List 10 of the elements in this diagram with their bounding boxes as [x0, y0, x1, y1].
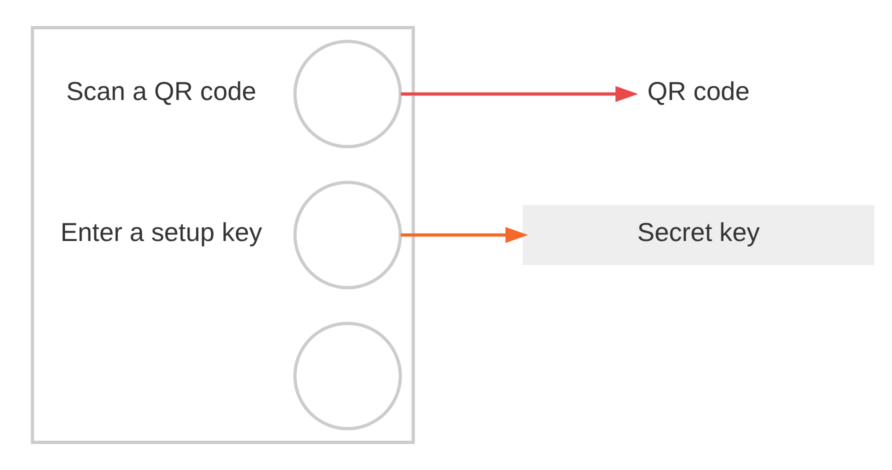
arrow — [400, 86, 638, 102]
node-circle — [292, 40, 402, 148]
node-label: Scan a QR code — [66, 78, 256, 106]
node-circle — [292, 180, 402, 290]
node-label: Enter a setup key — [60, 219, 262, 248]
cluster — [30, 26, 414, 444]
node-text: QR code — [646, 78, 750, 106]
node-box: Secret key — [522, 205, 874, 265]
node-circle — [292, 322, 402, 430]
arrow — [400, 227, 528, 243]
